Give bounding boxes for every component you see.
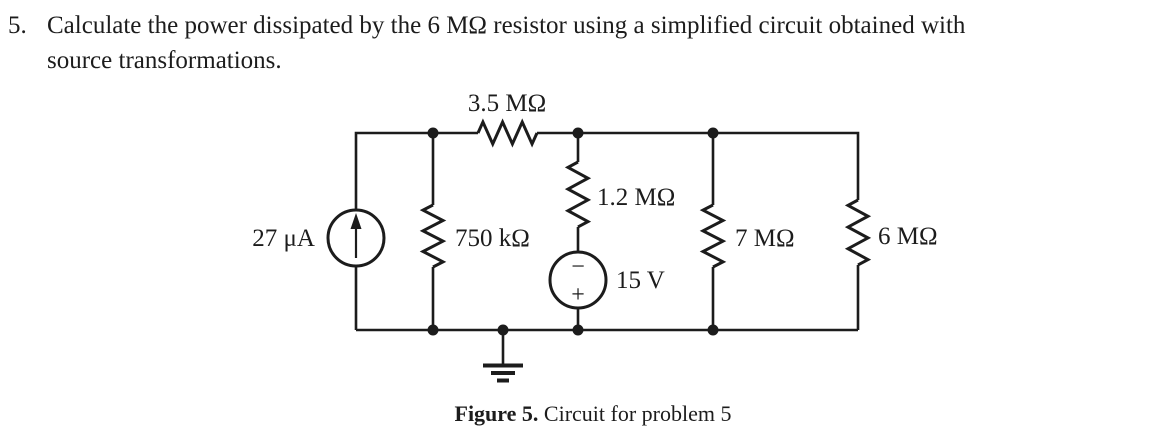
ground-icon	[483, 330, 523, 383]
problem-text-line-2: source transformations.	[47, 47, 282, 74]
resistor-6m-icon	[844, 198, 872, 267]
voltage-source-circle	[548, 250, 608, 310]
junction-dot	[427, 324, 439, 336]
junction-dot	[572, 127, 584, 139]
voltage-source-minus: −	[571, 254, 585, 280]
junction-dot	[707, 324, 719, 336]
label-voltage-source: 15 V	[616, 267, 665, 294]
problem-statement: 5. Calculate the power dissipated by the…	[8, 8, 965, 78]
wire-top-right	[537, 131, 860, 200]
junction-dot	[572, 324, 584, 336]
junction-dot	[707, 127, 719, 139]
junction-dot	[427, 127, 439, 139]
current-source	[326, 208, 386, 268]
problem-number: 5.	[8, 12, 27, 39]
problem-text-line-1: Calculate the power dissipated by the 6 …	[47, 12, 966, 39]
figure-caption: Figure 5. Circuit for problem 5	[0, 401, 1149, 427]
label-resistor-7m: 7 MΩ	[735, 225, 795, 252]
label-resistor-3-5m: 3.5 MΩ	[468, 90, 546, 117]
problem-text: Calculate the power dissipated by the 6 …	[47, 8, 965, 78]
resistor-7m-icon	[699, 203, 727, 269]
figure-caption-text: Circuit for problem 5	[538, 401, 732, 426]
label-resistor-1-2m: 1.2 MΩ	[597, 184, 675, 211]
current-source-arrow-head	[350, 213, 362, 229]
figure-caption-label: Figure 5.	[454, 401, 539, 426]
label-resistor-6m: 6 MΩ	[878, 223, 938, 250]
resistor-3-5m-icon	[476, 118, 539, 148]
label-resistor-750k: 750 kΩ	[455, 225, 530, 252]
voltage-source-plus: +	[571, 282, 585, 308]
resistor-1-2m-icon	[564, 160, 592, 229]
label-current-source: 27 μA	[252, 225, 315, 252]
voltage-source: − +	[548, 250, 608, 310]
resistor-750k-icon	[419, 203, 447, 269]
